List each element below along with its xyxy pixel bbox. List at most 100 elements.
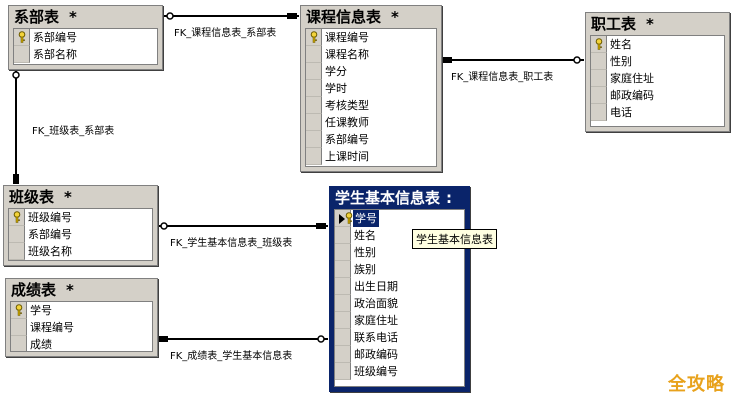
row-selector[interactable] <box>306 114 322 131</box>
primary-key-icon <box>12 211 22 223</box>
field-name: 族别 <box>354 263 376 276</box>
row-selector[interactable] <box>335 227 351 244</box>
watermark-logo: 全攻略 <box>668 374 725 395</box>
field-list[interactable]: 学号课程编号成绩 <box>10 301 153 352</box>
field-name: 考核类型 <box>325 99 369 112</box>
field-row[interactable]: 学分 <box>306 63 436 80</box>
field-row[interactable]: 学时 <box>306 80 436 97</box>
primary-key-icon <box>594 38 604 50</box>
field-row[interactable]: 族别 <box>335 261 464 278</box>
field-list[interactable]: 班级编号系部编号班级名称 <box>8 208 153 261</box>
row-selector[interactable] <box>335 295 351 312</box>
row-selector[interactable] <box>9 226 25 243</box>
table-title[interactable]: 系部表* <box>9 6 162 28</box>
row-selector[interactable] <box>335 244 351 261</box>
field-row[interactable]: 系部编号 <box>9 226 152 243</box>
table-name: 成绩表 <box>11 281 57 299</box>
row-selector[interactable] <box>11 336 27 351</box>
row-selector[interactable] <box>335 346 351 363</box>
field-row[interactable]: 学号 <box>11 302 152 319</box>
row-selector[interactable] <box>14 46 30 63</box>
field-list[interactable]: 课程编号课程名称学分学时考核类型任课教师系部编号上课时间 <box>305 28 437 167</box>
row-selector[interactable] <box>11 319 27 336</box>
row-selector[interactable] <box>335 312 351 329</box>
row-selector[interactable] <box>335 363 351 380</box>
table-chengji[interactable]: 成绩表* 学号课程编号成绩 <box>5 278 158 357</box>
table-xibu[interactable]: 系部表* 系部编号系部名称 <box>8 5 163 70</box>
field-row[interactable]: 系部编号 <box>14 29 157 46</box>
table-kecheng[interactable]: 课程信息表* 课程编号课程名称学分学时考核类型任课教师系部编号上课时间 <box>300 5 442 172</box>
field-row[interactable]: 性别 <box>335 244 464 261</box>
many-end-banji-xibu <box>13 174 19 184</box>
row-selector[interactable] <box>335 329 351 346</box>
row-selector[interactable] <box>591 104 607 121</box>
row-selector[interactable] <box>306 80 322 97</box>
field-list[interactable]: 姓名性别家庭住址邮政编码电话 <box>590 35 725 127</box>
key-end-kecheng-xibu <box>166 12 174 20</box>
table-title[interactable]: 课程信息表* <box>301 6 441 28</box>
field-row[interactable]: 家庭住址 <box>335 312 464 329</box>
row-selector[interactable] <box>306 97 322 114</box>
field-row[interactable]: 学号 <box>335 210 464 227</box>
field-list[interactable]: 学号姓名性别族别出生日期政治面貌家庭住址联系电话邮政编码班级编号 <box>334 209 465 387</box>
field-row[interactable]: 姓名 <box>335 227 464 244</box>
field-name: 家庭住址 <box>354 314 398 327</box>
field-row[interactable]: 课程编号 <box>11 319 152 336</box>
field-row[interactable]: 班级编号 <box>335 363 464 380</box>
field-row[interactable]: 课程编号 <box>306 29 436 46</box>
field-row[interactable]: 系部编号 <box>306 131 436 148</box>
row-selector[interactable] <box>591 70 607 87</box>
field-row[interactable]: 班级编号 <box>9 209 152 226</box>
table-xuesheng[interactable]: 学生基本信息表: 学号姓名性别族别出生日期政治面貌家庭住址联系电话邮政编码班级编… <box>329 186 470 392</box>
field-row[interactable]: 联系电话 <box>335 329 464 346</box>
primary-key-icon <box>344 212 354 224</box>
table-title[interactable]: 成绩表* <box>6 279 157 301</box>
many-end-kecheng-xibu <box>287 13 297 19</box>
field-name: 联系电话 <box>354 331 398 344</box>
field-row[interactable]: 考核类型 <box>306 97 436 114</box>
field-name: 姓名 <box>610 38 632 51</box>
field-row[interactable]: 政治面貌 <box>335 295 464 312</box>
field-name: 系部名称 <box>33 48 77 61</box>
row-selector[interactable] <box>306 148 322 165</box>
rel-label-kecheng-zhigong: FK_课程信息表_职工表 <box>451 72 554 83</box>
field-name: 班级名称 <box>28 245 72 258</box>
field-row[interactable]: 家庭住址 <box>591 70 724 87</box>
field-row[interactable]: 上课时间 <box>306 148 436 165</box>
table-title[interactable]: 班级表* <box>4 186 157 208</box>
field-row[interactable]: 邮政编码 <box>591 87 724 104</box>
table-title[interactable]: 学生基本信息表: <box>330 187 469 209</box>
table-name: 系部表 <box>14 8 60 26</box>
field-name: 学号 <box>30 304 52 317</box>
field-row[interactable]: 电话 <box>591 104 724 121</box>
table-banji[interactable]: 班级表* 班级编号系部编号班级名称 <box>3 185 158 266</box>
row-selector[interactable] <box>306 46 322 63</box>
row-selector[interactable] <box>591 87 607 104</box>
field-row[interactable]: 出生日期 <box>335 278 464 295</box>
row-selector[interactable] <box>591 53 607 70</box>
rel-label-chengji-xuesheng: FK_成绩表_学生基本信息表 <box>170 351 293 362</box>
rel-label-banji-xibu: FK_班级表_系部表 <box>32 126 115 137</box>
field-row[interactable]: 课程名称 <box>306 46 436 63</box>
field-name: 任课教师 <box>325 116 369 129</box>
table-name: 班级表 <box>9 188 55 206</box>
table-title[interactable]: 职工表* <box>586 13 729 35</box>
row-selector[interactable] <box>9 243 25 260</box>
field-row[interactable]: 班级名称 <box>9 243 152 260</box>
field-row[interactable]: 姓名 <box>591 36 724 53</box>
row-selector[interactable] <box>306 63 322 80</box>
field-list[interactable]: 系部编号系部名称 <box>13 28 158 65</box>
row-selector[interactable] <box>335 261 351 278</box>
field-name: 课程编号 <box>30 321 74 334</box>
field-name: 学号 <box>353 210 379 227</box>
row-selector[interactable] <box>306 131 322 148</box>
field-row[interactable]: 性别 <box>591 53 724 70</box>
key-end-banji-xibu <box>12 71 20 79</box>
field-row[interactable]: 任课教师 <box>306 114 436 131</box>
field-row[interactable]: 成绩 <box>11 336 152 351</box>
field-row[interactable]: 系部名称 <box>14 46 157 63</box>
row-selector[interactable] <box>335 278 351 295</box>
field-name: 成绩 <box>30 338 52 351</box>
table-zhigong[interactable]: 职工表* 姓名性别家庭住址邮政编码电话 <box>585 12 730 132</box>
field-row[interactable]: 邮政编码 <box>335 346 464 363</box>
